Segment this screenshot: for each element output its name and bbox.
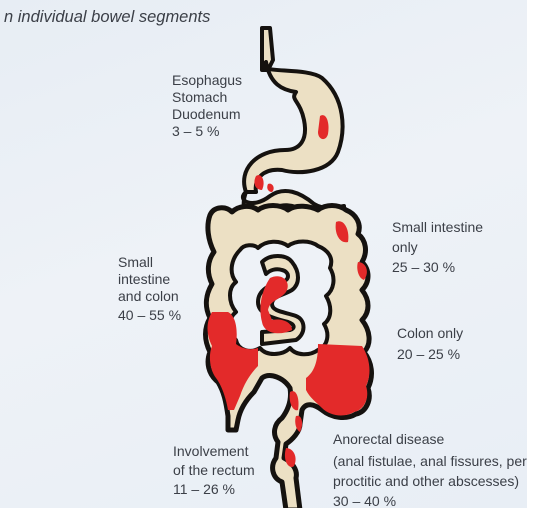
label-rectum: Involvement of the rectum 11 – 26 % [173, 443, 255, 498]
frame-edge-bottom [0, 508, 537, 518]
label-small-intestine-colon: Small intestine and colon 40 – 55 % [118, 254, 181, 324]
label-esophagus: Esophagus Stomach Duodenum 3 – 5 % [172, 72, 242, 140]
disease-duodenum-2 [267, 184, 273, 192]
label-anorectal: Anorectal disease (anal fistulae, anal f… [333, 431, 527, 510]
frame-edge-right [527, 0, 537, 518]
label-small-intestine-only: Small intestine only 25 – 30 % [392, 219, 483, 276]
label-colon-only: Colon only 20 – 25 % [397, 325, 463, 363]
